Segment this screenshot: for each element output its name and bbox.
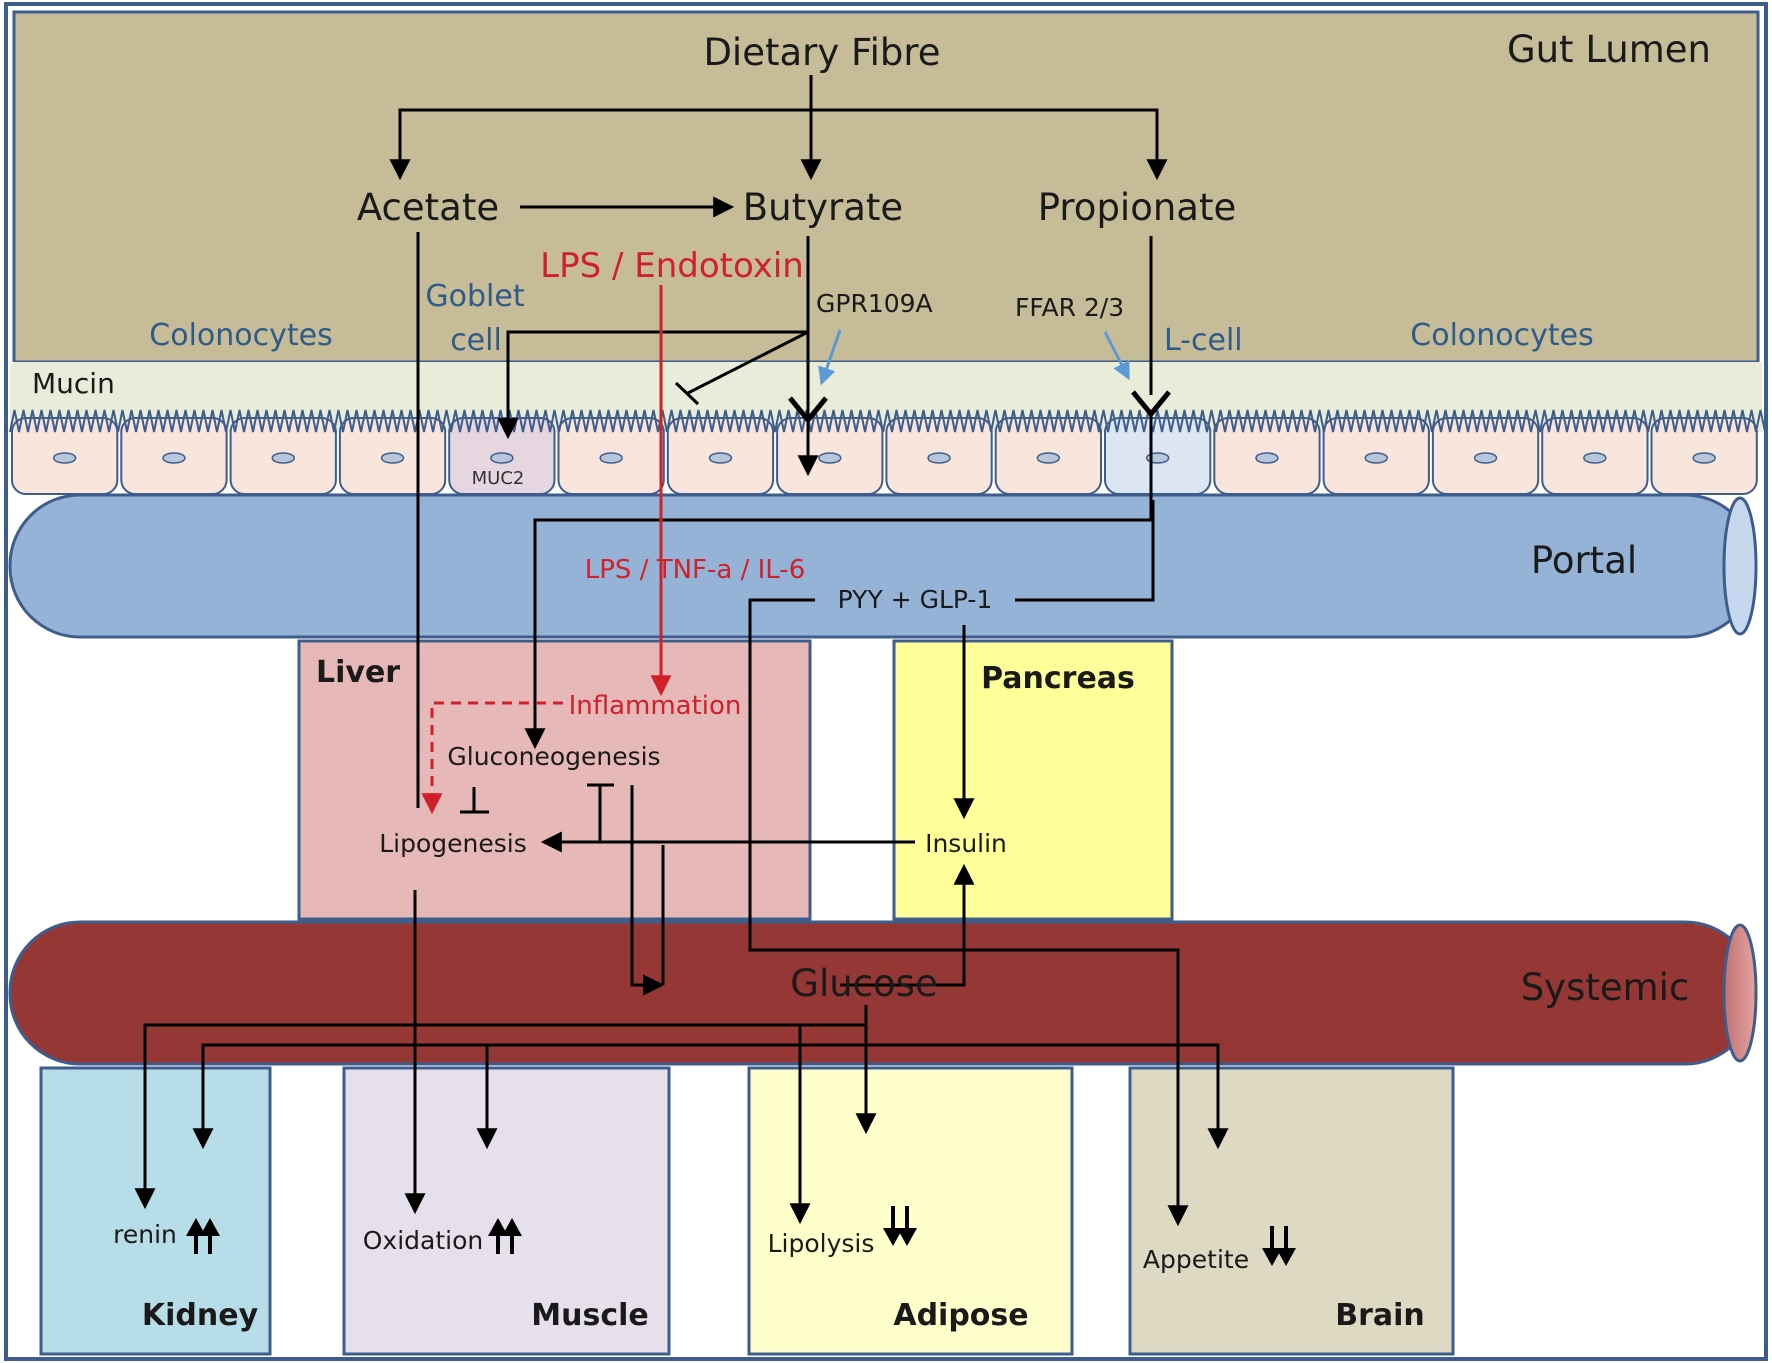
systemic-label: Systemic <box>1521 966 1690 1009</box>
propionate-label: Propionate <box>1038 186 1237 229</box>
gpr109a-label: GPR109A <box>816 289 933 318</box>
gpr109a-receptor <box>788 396 828 424</box>
adipose-down-arrows <box>883 1206 917 1246</box>
acetate-label: Acetate <box>357 186 499 229</box>
kidney-up-arrows <box>186 1218 220 1254</box>
cell-nucleus <box>1364 452 1388 464</box>
lps-endotoxin-label: LPS / Endotoxin <box>540 246 804 286</box>
ffar-receptor <box>1131 390 1171 418</box>
cell-nucleus <box>271 452 295 464</box>
insulin-label: Insulin <box>925 829 1007 858</box>
cell-nucleus <box>1255 452 1279 464</box>
lps-tnf-il6-label: LPS / TNF-a / IL-6 <box>585 555 805 585</box>
colonocytes-left-label: Colonocytes <box>149 318 332 353</box>
pancreas-box <box>892 639 1174 921</box>
cell-nucleus <box>380 452 405 464</box>
cell-nucleus <box>490 452 514 464</box>
direction-arrows <box>186 1206 1296 1266</box>
oxidation-label: Oxidation <box>363 1226 484 1255</box>
cell-nucleus <box>1036 452 1061 464</box>
kidney-box <box>39 1066 272 1356</box>
portal-vessel <box>8 493 1757 639</box>
liver-title: Liver <box>316 655 400 690</box>
muscle-box <box>342 1066 671 1356</box>
muc2-label: MUC2 <box>472 468 525 489</box>
cell-nucleus <box>708 452 733 464</box>
inflammation-label: Inflammation <box>569 691 742 721</box>
cell-nucleus <box>1583 452 1607 464</box>
cell-nucleus <box>818 452 842 464</box>
ffar-pointer <box>1103 331 1130 381</box>
pancreas-title: Pancreas <box>981 661 1135 696</box>
goblet-cell-label-2: cell <box>450 323 502 358</box>
cell-nucleus <box>599 452 623 464</box>
mucin-label: Mucin <box>32 367 115 400</box>
l-cell-label: L-cell <box>1164 323 1243 358</box>
butyrate-label: Butyrate <box>743 186 903 229</box>
brain-title: Brain <box>1335 1298 1425 1333</box>
dietary-fibre-label: Dietary Fibre <box>703 31 940 74</box>
gluconeogenesis-label: Gluconeogenesis <box>447 742 660 771</box>
inflammation-path <box>421 701 563 815</box>
pathway-arrows <box>134 75 1229 1227</box>
colonocytes-right-label: Colonocytes <box>1410 318 1593 353</box>
cell-nucleus <box>1473 452 1498 464</box>
systemic-vessel-end <box>1722 923 1758 1063</box>
appetite-label: Appetite <box>1143 1245 1249 1274</box>
goblet-cell-label-1: Goblet <box>425 279 524 314</box>
cell-nucleus <box>1692 452 1716 464</box>
lipogenesis-label: Lipogenesis <box>379 829 527 858</box>
cell-nucleus <box>927 452 951 464</box>
ffar-label: FFAR 2/3 <box>1015 293 1124 322</box>
microvilli <box>9 409 1766 433</box>
glucose-label: Glucose <box>790 962 937 1005</box>
kidney-title: Kidney <box>142 1298 259 1333</box>
lipolysis-label: Lipolysis <box>768 1229 875 1258</box>
pyy-glp1-label: PYY + GLP-1 <box>838 585 993 614</box>
gut-lumen-region <box>12 10 1760 364</box>
muscle-title: Muscle <box>531 1298 648 1333</box>
portal-label: Portal <box>1531 539 1637 582</box>
muscle-up-arrows <box>488 1218 522 1254</box>
gut-lumen-label: Gut Lumen <box>1507 28 1711 71</box>
renin-label: renin <box>113 1220 177 1249</box>
adipose-title: Adipose <box>893 1298 1028 1333</box>
brain-down-arrows <box>1262 1226 1296 1266</box>
cell-nucleus <box>162 452 186 464</box>
cell-nucleus <box>52 452 77 464</box>
gpr109a-pointer <box>818 329 842 386</box>
liver-box <box>297 639 812 921</box>
portal-vessel-end <box>1722 496 1758 636</box>
